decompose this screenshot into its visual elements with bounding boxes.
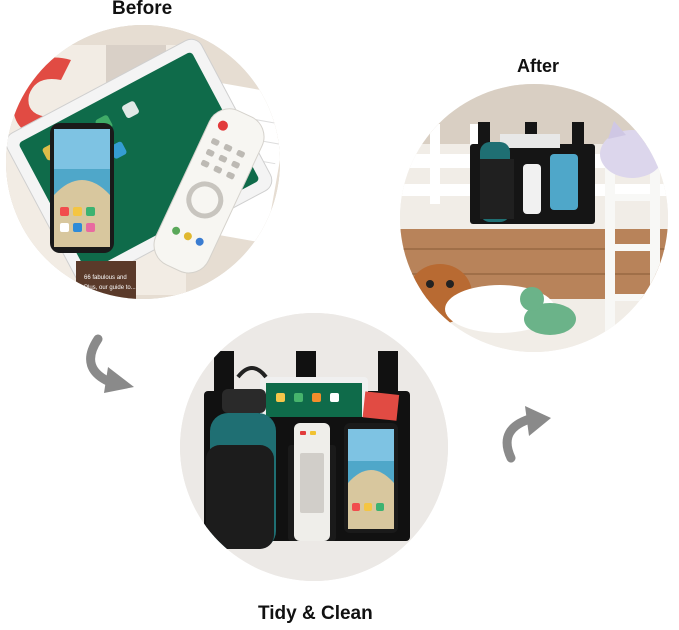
bedside-organizer (470, 122, 595, 224)
organizer-tablet (260, 377, 368, 417)
plush-dinosaur (520, 287, 576, 335)
magazine-text-line2: Plus, our guide to... (84, 285, 136, 291)
phone (50, 123, 114, 253)
tidy-clean-caption: Tidy & Clean (258, 603, 373, 624)
water-bottle (206, 366, 276, 549)
after-photo (400, 84, 668, 352)
curved-arrow-icon (80, 333, 140, 395)
ladder (605, 164, 660, 352)
after-caption: After (517, 56, 560, 76)
organizer-product-photo (180, 313, 448, 581)
before-caption: Before (112, 0, 173, 19)
magazine-text-line1: 66 fabulous and (84, 275, 127, 281)
before-photo: 66 fabulous and Plus, our guide to... (6, 25, 280, 299)
pocket-remote (294, 423, 330, 541)
curved-arrow-icon (493, 402, 553, 464)
remote-control (153, 108, 265, 274)
pocket-phone (344, 423, 398, 533)
